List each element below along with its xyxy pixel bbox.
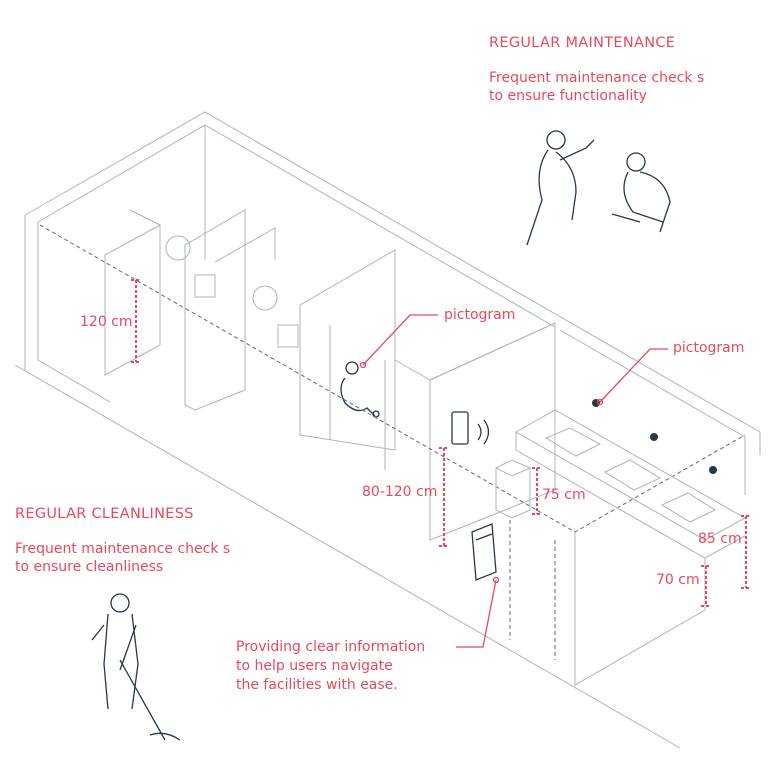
callout-lines [359,314,668,648]
pictogram-callout-stall: pictogram [444,307,516,323]
cleaning-worker-illustration [91,593,181,741]
counter-high-label: 85 cm [698,531,742,547]
cleanliness-desc-2: to ensure cleanliness [15,559,164,575]
pictogram-callout-sink: pictogram [673,340,745,356]
wheelchair-pictogram-icon [340,361,380,418]
information-line-1: Providing clear information [236,639,426,655]
information-poster-icon [471,523,497,581]
stall-partitions [104,209,556,541]
maintenance-title: REGULAR MAINTENANCE [489,35,676,51]
hand-dryer-icon [451,411,490,445]
information-line-2: to help users navigate [236,658,393,674]
hook-height-label: 120 cm [80,314,133,330]
counter-low-label: 70 cm [656,572,700,588]
maintenance-workers-illustration [526,130,671,246]
cleanliness-title: REGULAR CLEANLINESS [15,506,194,522]
maintenance-desc-2: to ensure functionality [489,88,647,104]
bin-height-label: 75 cm [542,487,586,503]
dryer-height-label: 80-120 cm [362,484,438,500]
cleanliness-desc-1: Frequent maintenance check s [15,541,231,557]
sink-pictogram-icon [650,433,658,441]
dimension-markers [131,279,751,607]
maintenance-desc-1: Frequent maintenance check s [489,70,705,86]
sink-pictogram-icon [709,466,717,474]
information-line-3: the facilities with ease. [236,677,398,693]
room-walls [14,111,761,749]
waste-bin-icon [495,459,531,519]
